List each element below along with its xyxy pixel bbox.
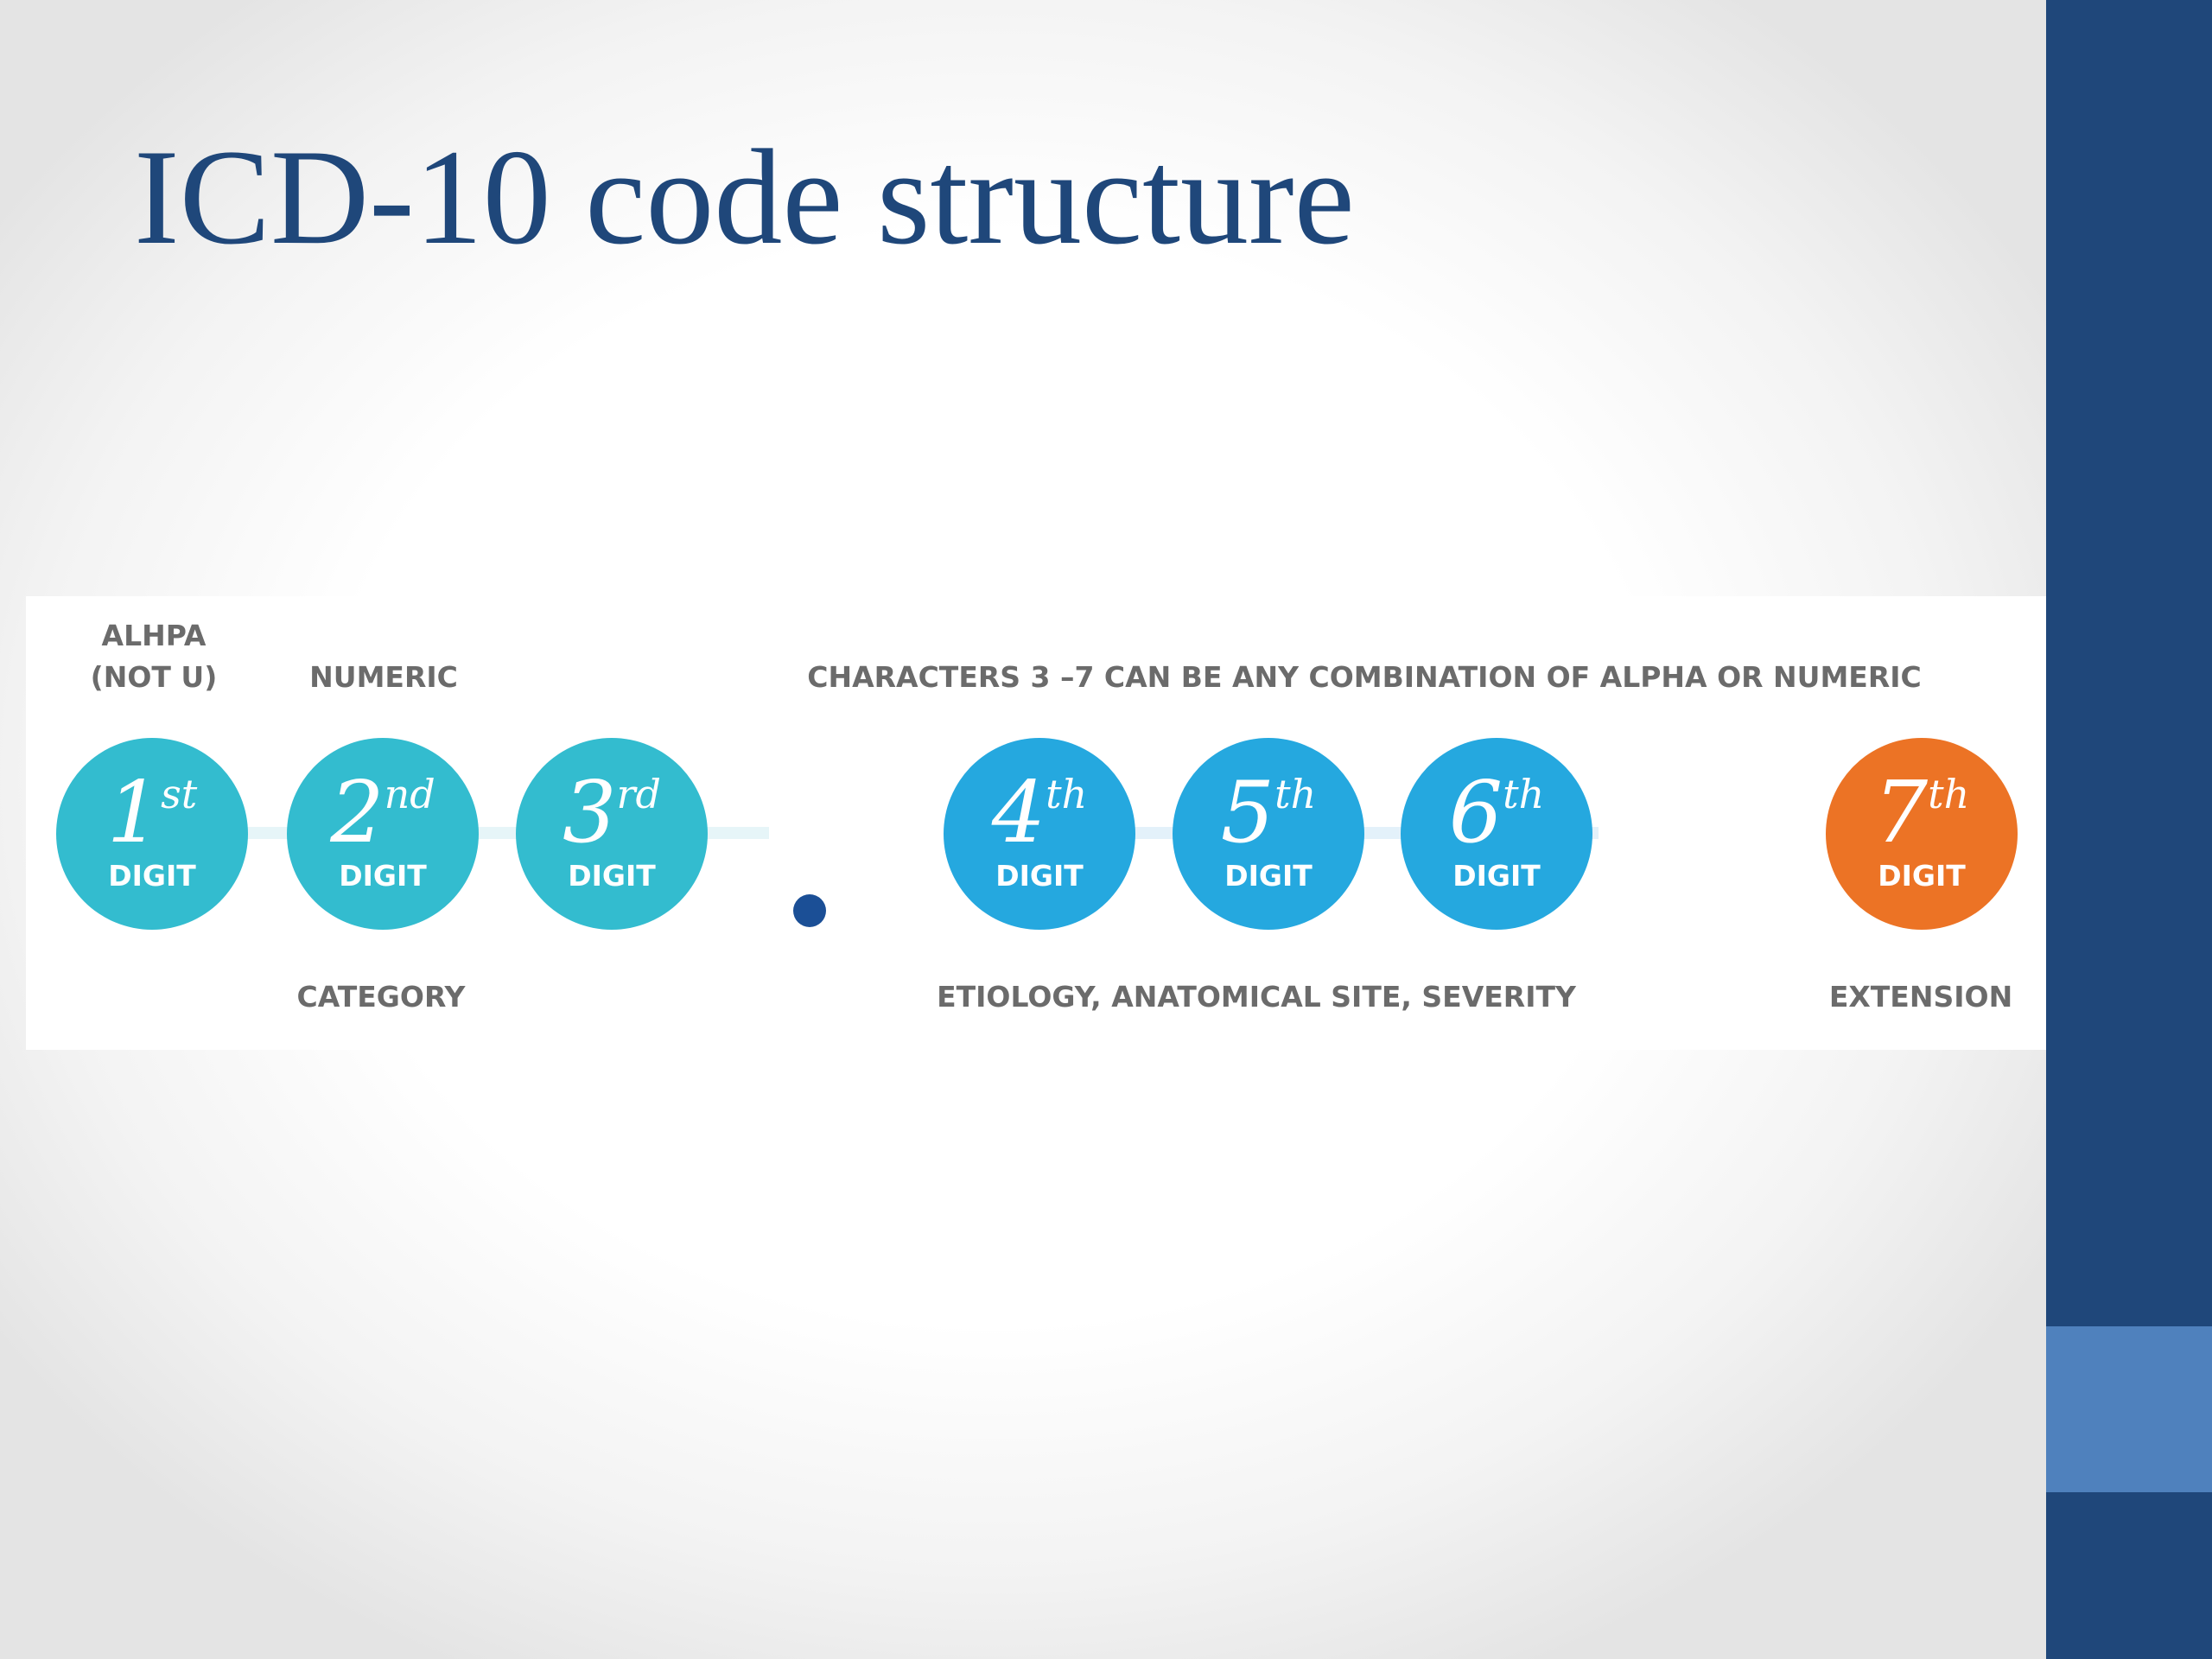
- digit-2-label: DIGIT: [339, 859, 427, 893]
- digit-6-label: DIGIT: [1452, 859, 1541, 893]
- sidebar-accent-block: [2046, 1326, 2212, 1492]
- digit-1-ordinal: 1st: [106, 764, 198, 862]
- digit-4-circle: 4th DIGIT: [944, 738, 1135, 930]
- digit-5-ordinal: 5th: [1220, 764, 1317, 862]
- digit-4-ordinal: 4th: [991, 764, 1088, 862]
- digit-3-circle: 3rd DIGIT: [516, 738, 708, 930]
- decimal-separator-dot: [793, 894, 826, 927]
- digit-1-label: DIGIT: [108, 859, 196, 893]
- characters-note-label: CHARACTERS 3 –7 CAN BE ANY COMBINATION O…: [807, 660, 1922, 694]
- code-structure-diagram: ALHPA (NOT U) NUMERIC CHARACTERS 3 –7 CA…: [26, 596, 2046, 1050]
- first-digit-type-line2: (NOT U): [90, 660, 218, 694]
- slide-title: ICD-10 code structure: [134, 122, 1355, 273]
- extension-label: EXTENSION: [1828, 980, 2013, 1014]
- category-label: CATEGORY: [296, 980, 466, 1014]
- digit-5-circle: 5th DIGIT: [1173, 738, 1364, 930]
- digit-1-circle: 1st DIGIT: [56, 738, 248, 930]
- digit-2-ordinal: 2nd: [330, 764, 435, 862]
- second-digit-type-label: NUMERIC: [309, 660, 458, 694]
- digit-7-circle: 7th DIGIT: [1826, 738, 2018, 930]
- digit-4-label: DIGIT: [995, 859, 1084, 893]
- etiology-label: ETIOLOGY, ANATOMICAL SITE, SEVERITY: [937, 980, 1576, 1014]
- digit-7-label: DIGIT: [1878, 859, 1966, 893]
- digit-3-ordinal: 3rd: [563, 764, 661, 862]
- first-digit-type-label: ALHPA (NOT U): [91, 615, 218, 698]
- digit-2-circle: 2nd DIGIT: [287, 738, 479, 930]
- digit-6-circle: 6th DIGIT: [1401, 738, 1592, 930]
- digit-7-ordinal: 7th: [1873, 764, 1970, 862]
- digit-3-label: DIGIT: [568, 859, 656, 893]
- digit-5-label: DIGIT: [1224, 859, 1313, 893]
- digit-6-ordinal: 6th: [1448, 764, 1545, 862]
- first-digit-type-line1: ALHPA: [101, 619, 207, 652]
